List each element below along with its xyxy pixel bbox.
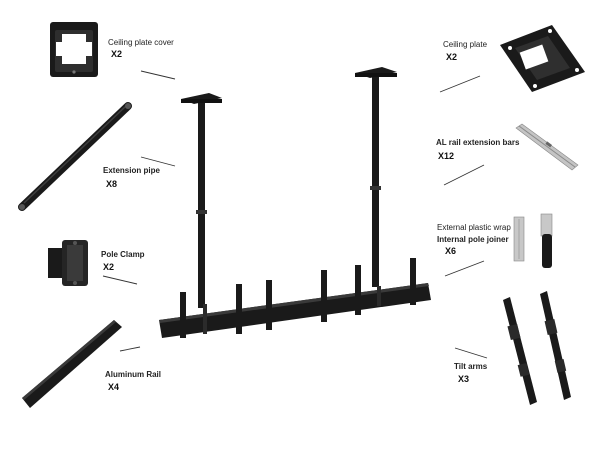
aluminum-rail-icon (22, 320, 122, 408)
leader-lines (102, 70, 488, 359)
leader-line-rail-extension (443, 164, 485, 186)
qty-tilt-arms: X3 (458, 374, 470, 384)
qty-aluminum-rail: X4 (108, 382, 120, 392)
label-ceiling-plate-cover: Ceiling plate cover (108, 38, 174, 47)
pole-clamp-icon (48, 240, 88, 286)
qty-ceiling-plate: X2 (446, 52, 458, 62)
label-plastic-wrap: External plastic wrap (437, 223, 511, 232)
leader-line-extension-pipe (140, 156, 176, 167)
assembled-mount-icon (159, 67, 431, 338)
leader-line-aluminum-rail (119, 346, 141, 352)
leader-line-tilt-arms (454, 347, 488, 359)
label-pole-joiner: Internal pole joiner (437, 235, 509, 244)
label-extension-pipe: Extension pipe (103, 166, 160, 175)
leader-line-pole-joiner (444, 260, 485, 277)
rail-extension-bar-icon (515, 123, 579, 171)
qty-pole-joiner: X6 (445, 246, 457, 256)
tilt-arm-icon (503, 291, 571, 405)
label-aluminum-rail: Aluminum Rail (105, 370, 162, 379)
leader-line-pole-clamp (102, 275, 138, 285)
ceiling-plate-cover-icon (50, 22, 98, 77)
leader-line-ceiling-plate-cover (140, 70, 176, 80)
label-tilt-arms: Tilt arms (454, 362, 488, 371)
label-pole-clamp: Pole Clamp (101, 250, 145, 259)
pole-joiner-icon (540, 213, 553, 268)
label-rail-extension-bars: AL rail extension bars (436, 138, 520, 147)
ceiling-plate-icon (500, 25, 585, 92)
qty-extension-pipe: X8 (106, 179, 118, 189)
leader-line-ceiling-plate (439, 75, 481, 93)
extension-pipe-icon (18, 102, 132, 211)
plastic-wrap-icon (513, 216, 525, 262)
qty-rail-extension-bars: X12 (438, 151, 455, 161)
qty-ceiling-plate-cover: X2 (111, 49, 123, 59)
label-ceiling-plate: Ceiling plate (443, 40, 488, 49)
qty-pole-clamp: X2 (103, 262, 115, 272)
